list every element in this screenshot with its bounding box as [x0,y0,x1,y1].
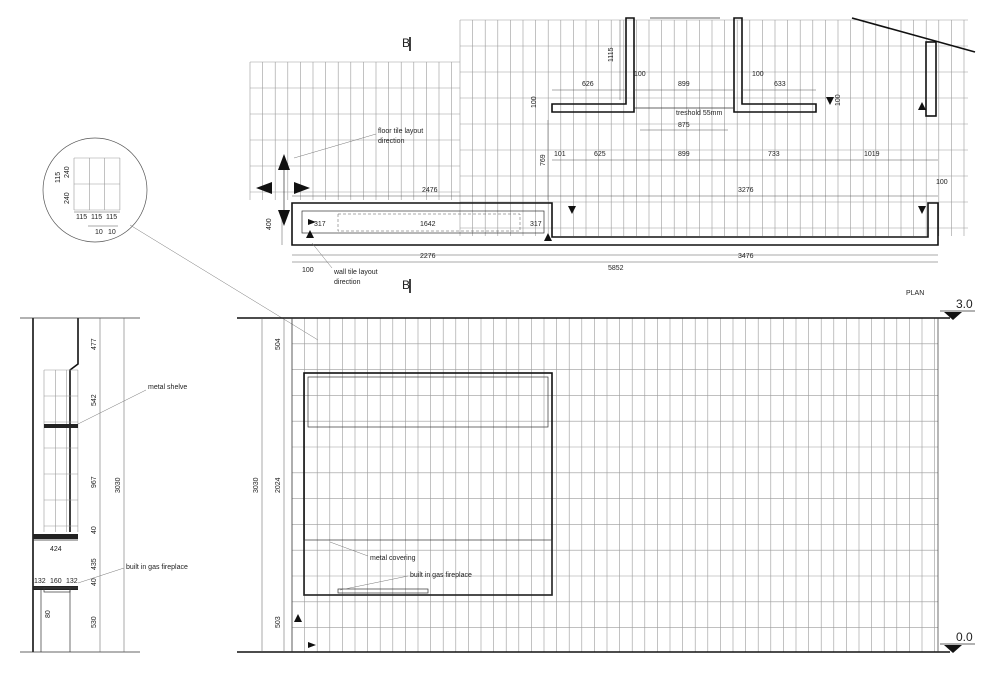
dim-769: 769 [540,154,547,166]
dim-2476: 2476 [422,187,438,194]
dim-100-d: 100 [835,94,842,106]
section-dim-435: 435 [91,558,98,570]
tile-detail-callout: 115 240 240 115 115 115 10 10 [42,137,319,341]
niche-outline [303,372,553,596]
dim-1019: 1019 [864,151,880,158]
section-dim-3030: 3030 [115,477,122,493]
dim-899-b: 899 [678,151,690,158]
plan-floor-tile-grid [249,19,968,236]
section-dim-132-a: 132 [34,578,46,585]
dim-1642: 1642 [420,221,436,228]
metal-shelve-note: metal shelve [148,384,187,391]
section-mark-bottom: B [402,278,410,292]
dim-100-a: 100 [634,71,646,78]
elev-dim-2024: 2024 [275,477,282,493]
dim-5852: 5852 [608,265,624,272]
wall-tile-note-line1: wall tile layout [333,269,378,276]
dim-3476: 3476 [738,253,754,260]
wall-tile-note-line2: direction [334,279,361,286]
elevation-view: 3.0 0.0 504 3030 2024 503 metal covering… [237,297,975,653]
detail-dim-240-a: 240 [64,166,71,178]
wall-tile-grid [291,317,938,652]
dim-317-b: 317 [530,221,542,228]
dim-317-a: 317 [314,221,326,228]
plan-dimension-lines [281,20,938,263]
dim-400: 400 [266,218,273,230]
dim-625: 625 [594,151,606,158]
elev-dim-3030: 3030 [253,477,260,493]
detail-dim-115: 115 [55,172,62,183]
section-dim-160: 160 [50,578,62,585]
detail-width-1: 115 [76,214,87,221]
section-mark-top: B [402,36,410,50]
elev-dim-504: 504 [275,338,282,350]
dim-3276: 3276 [738,187,754,194]
dim-100-f: 100 [302,267,314,274]
detail-width-2: 115 [91,214,102,221]
plan-title: PLAN [906,290,924,297]
section-dim-40-b: 40 [91,578,98,586]
dim-100-b: 100 [752,71,764,78]
dim-100-e: 100 [936,179,948,186]
dim-633: 633 [774,81,786,88]
gas-fireplace [337,588,429,594]
metal-covering-note: metal covering [370,555,416,562]
floor-tile-note-line1: floor tile layout [378,128,423,135]
section-dim-542: 542 [91,394,98,406]
section-dim-530: 530 [91,616,98,628]
section-view: 477 542 967 3030 40 435 40 530 424 132 1… [20,317,188,653]
plan-view: B B PLAN 1115 100 626 899 100 633 100 10… [249,17,976,297]
detail-dim-240-b: 240 [64,192,71,204]
section-tile-grid [43,369,79,532]
detail-tile-grid [73,157,121,211]
metal-covering [303,539,553,596]
dim-1115: 1115 [608,47,615,62]
tile-start-markers [306,97,926,241]
section-fireplace-note: built in gas fireplace [126,564,188,571]
section-dim-40-a: 40 [91,526,98,534]
dim-101: 101 [554,151,566,158]
threshold-label: treshold 55mm [676,110,722,117]
detail-joint-2: 10 [108,229,116,236]
metal-shelve [44,424,78,428]
dim-626: 626 [582,81,594,88]
plan-walls [291,17,976,246]
detail-joint-1: 10 [95,229,103,236]
level-marker-bottom [944,645,962,653]
section-dim-967: 967 [91,476,98,488]
dim-899-a: 899 [678,81,690,88]
floor-tile-direction-arrows [256,154,310,226]
dim-733: 733 [768,151,780,158]
dim-875: 875 [678,122,690,129]
section-dim-132-b: 132 [66,578,78,585]
section-dim-424: 424 [50,546,62,553]
level-bottom-label: 0.0 [956,630,973,644]
elev-fireplace-note: built in gas fireplace [410,572,472,579]
level-marker-top [944,312,962,320]
floor-tile-note-line2: direction [378,138,405,145]
level-top-label: 3.0 [956,297,973,311]
detail-width-3: 115 [106,214,117,221]
dim-100-c: 100 [531,96,538,108]
dim-2276: 2276 [420,253,436,260]
elev-dim-503: 503 [275,616,282,628]
section-dim-477: 477 [91,338,98,350]
section-dim-80: 80 [45,610,52,618]
